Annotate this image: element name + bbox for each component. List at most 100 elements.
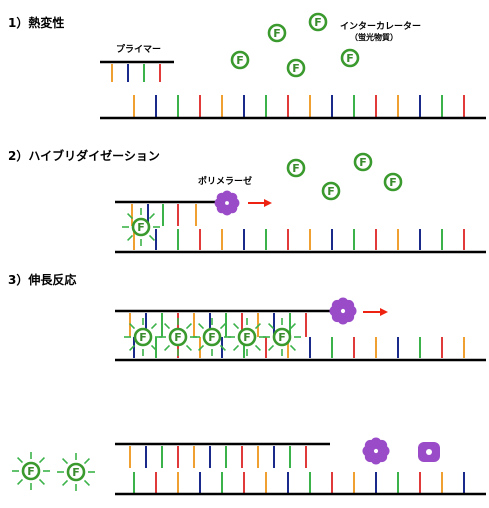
fluorescent-dye-icon: F [12,452,50,490]
fluorescent-dye-icon: F [122,208,160,246]
dye-ring [286,158,306,178]
fluorescent-dye-icon: F [263,318,301,356]
stage-denaturation: F F F F F [100,12,486,120]
fluorescent-dye-icon: F [286,158,306,178]
dye-ring [168,327,188,347]
dye-letter: F [292,162,300,175]
dye-letter: F [137,221,145,234]
polymerase-center [373,448,379,454]
fluorescent-dye-icon: F [57,453,95,491]
fluorescence-ray [185,344,193,352]
step2-label: 2）ハイブリダイゼーション [8,148,160,163]
fluorescence-ray [148,234,156,242]
dye-ring [202,327,222,347]
fluorescent-dye-icon: F [124,318,162,356]
fluorescence-ray [38,478,46,486]
dye-ring [353,152,373,172]
fluorescence-ray [126,234,134,242]
dye-ring [131,217,151,237]
dye-ring [308,12,328,32]
fluorescence-ray [232,344,240,352]
arrow-head-icon [380,308,388,316]
polymerase-center [225,201,229,205]
fluorescence-ray [163,344,171,352]
fluorescent-dye-icon: F [308,12,328,32]
fluorescence-ray [126,212,134,220]
fluorescence-ray [61,479,69,487]
dye-ring [66,462,86,482]
fluorescence-ray [267,344,275,352]
dye-letter: F [389,176,397,189]
dye-ring [340,48,360,68]
step1-label: 1）熱変性 [8,15,64,30]
dye-letter: F [359,156,367,169]
dye-letter: F [314,16,322,29]
stage-hybridization: F F F F F [115,152,486,254]
fluorescence-ray [254,322,262,330]
fluorescent-dye-icon: F [353,152,373,172]
dye-letter: F [27,465,35,478]
dye-letter: F [139,331,147,344]
polymerase-label: ポリメラーゼ [198,175,252,187]
fluorescence-ray [197,344,205,352]
dye-letter: F [208,331,216,344]
dye-ring [383,172,403,192]
polymerase-center [340,308,346,314]
dye-ring [321,181,341,201]
fluorescence-ray [289,344,297,352]
fluorescence-ray [197,322,205,330]
fluorescence-ray [38,456,46,464]
dye-letter: F [273,27,281,40]
fluorescence-ray [219,322,227,330]
dye-letter: F [236,54,244,67]
dye-letter: F [292,62,300,75]
dye-letter: F [174,331,182,344]
dye-letter: F [346,52,354,65]
dye-ring [133,327,153,347]
fluorescence-ray [61,457,69,465]
intercalator-sublabel: （蛍光物質） [350,32,398,42]
fluorescence-ray [232,322,240,330]
polymerase-center [426,449,432,455]
primer-label: プライマー [116,43,161,55]
fluorescence-ray [83,479,91,487]
fluorescent-dye-icon: F [383,172,403,192]
fluorescence-ray [128,344,136,352]
fluorescent-dye-icon: F [267,23,287,43]
fluorescence-ray [16,456,24,464]
fluorescence-ray [16,478,24,486]
dye-ring [267,23,287,43]
dye-ring [272,327,292,347]
dye-ring [286,58,306,78]
fluorescence-ray [128,322,136,330]
dye-ring [237,327,257,347]
fluorescence-ray [185,322,193,330]
fluorescence-ray [150,344,158,352]
fluorescence-ray [83,457,91,465]
fluorescent-dye-icon: F [340,48,360,68]
fluorescent-dye-icon: F [193,318,231,356]
dye-ring [21,461,41,481]
polymerase-icon [418,442,440,462]
polymerase-icon [362,437,390,465]
dye-letter: F [72,466,80,479]
fluorescent-dye-icon: F [286,58,306,78]
fluorescence-ray [150,322,158,330]
fluorescence-ray [254,344,262,352]
fluorescence-ray [148,212,156,220]
step3-label: 3）伸長反応 [8,272,76,287]
dye-letter: F [243,331,251,344]
polymerase-icon [329,297,357,325]
fluorescent-dye-icon: F [228,318,266,356]
fluorescence-ray [267,322,275,330]
polymerase-icon [214,190,240,216]
fluorescent-dye-icon: F [159,318,197,356]
fluorescence-ray [163,322,171,330]
fluorescence-ray [219,344,227,352]
dye-ring [230,50,250,70]
fluorescent-dye-icon: F [321,181,341,201]
arrow-head-icon [264,199,272,207]
